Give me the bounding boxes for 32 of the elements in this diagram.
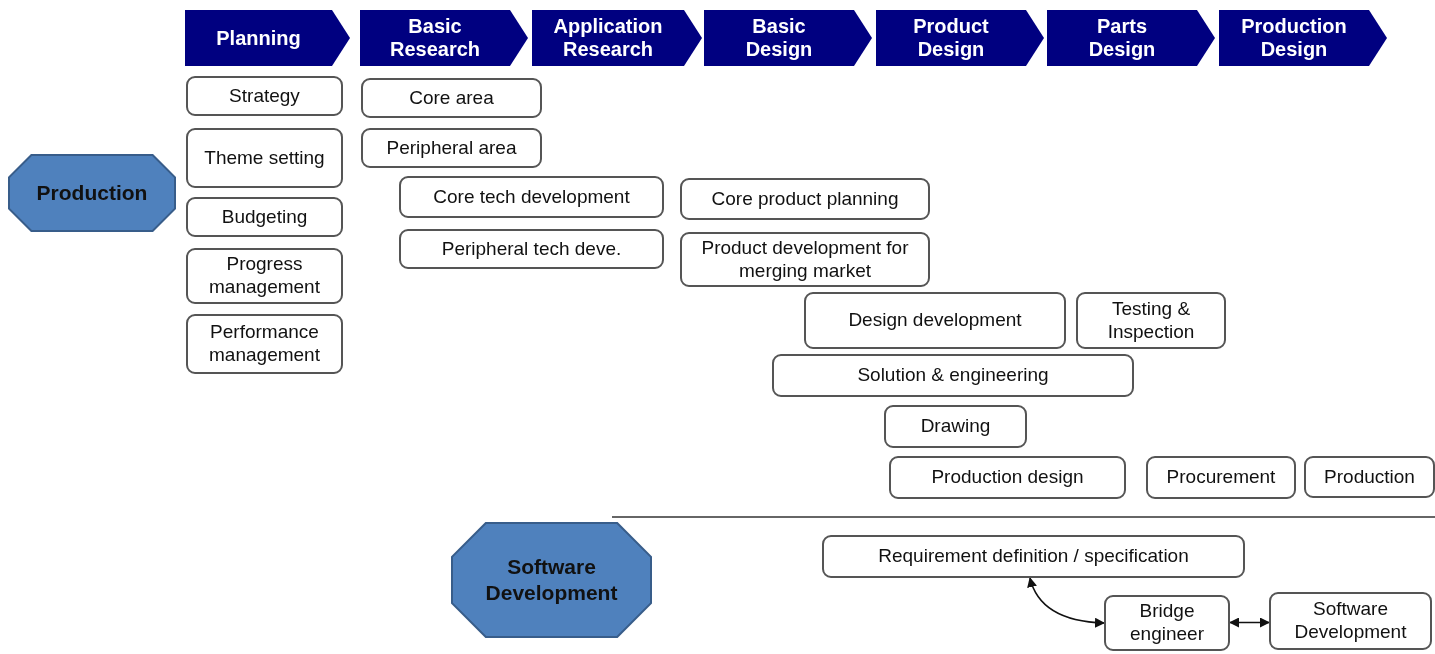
double-arrow <box>1229 617 1270 628</box>
task-box: Core tech development <box>399 176 664 218</box>
task-box: Bridge engineer <box>1104 595 1230 651</box>
task-box: Requirement definition / specification <box>822 535 1245 578</box>
phase-header: Parts Design <box>1047 10 1215 66</box>
task-box: Software Development <box>1269 592 1432 650</box>
task-box: Production <box>1304 456 1435 498</box>
phase-header: Application Research <box>532 10 702 66</box>
task-box: Drawing <box>884 405 1027 448</box>
task-box: Procurement <box>1146 456 1296 499</box>
phase-header: Basic Design <box>704 10 872 66</box>
task-box: Performance management <box>186 314 343 374</box>
task-box: Theme setting <box>186 128 343 188</box>
task-box: Product development for merging market <box>680 232 930 287</box>
phase-header: Product Design <box>876 10 1044 66</box>
phase-header: Basic Research <box>360 10 528 66</box>
task-box: Peripheral tech deve. <box>399 229 664 269</box>
task-box: Progress management <box>186 248 343 304</box>
phase-header: Planning <box>185 10 350 66</box>
task-box: Budgeting <box>186 197 343 237</box>
double-arrow <box>1027 577 1105 628</box>
task-box: Strategy <box>186 76 343 116</box>
task-box: Peripheral area <box>361 128 542 168</box>
task-box: Core product planning <box>680 178 930 220</box>
task-box: Production design <box>889 456 1126 499</box>
category-octagon: Production <box>8 154 176 232</box>
task-box: Core area <box>361 78 542 118</box>
phase-header: Production Design <box>1219 10 1387 66</box>
task-box: Design development <box>804 292 1066 349</box>
task-box: Solution & engineering <box>772 354 1134 397</box>
category-octagon: Software Development <box>451 522 652 638</box>
task-box: Testing & Inspection <box>1076 292 1226 349</box>
